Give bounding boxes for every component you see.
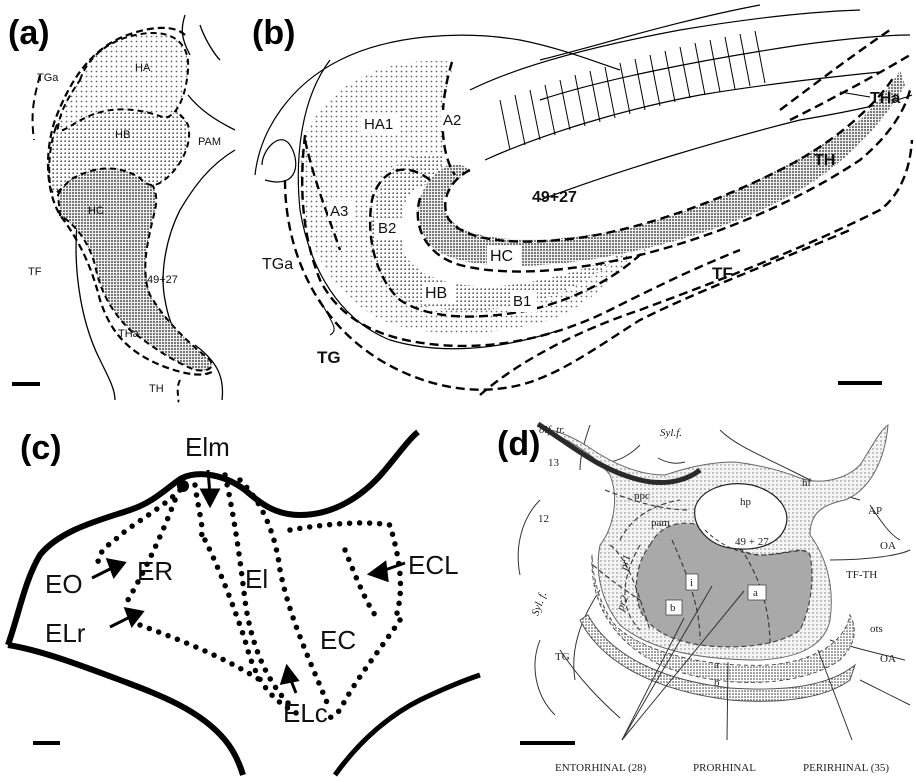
label-49-27: 49+27: [532, 189, 577, 206]
contour-line: [540, 5, 760, 60]
label-tg: TG: [555, 651, 570, 663]
contour-line: [262, 140, 296, 182]
label-tha: THa: [870, 90, 900, 107]
panel-c-letter: (c): [20, 429, 62, 467]
tga-border: [33, 75, 40, 140]
label-sylf-top: Syl.f.: [660, 427, 682, 439]
label-ha: HA: [135, 62, 151, 74]
panel-c: (c): [8, 429, 480, 775]
panel-a: (a) HA HB HC TGa PAM TF 49+27 THa TH: [8, 14, 235, 402]
label-elm: Elm: [185, 432, 230, 462]
arrow-head: [282, 667, 297, 683]
label-ha1: HA1: [364, 116, 393, 133]
label-ec: EC: [320, 625, 356, 655]
contour-line: [540, 95, 912, 200]
label-er: ER: [137, 556, 173, 586]
contour-line: [188, 95, 235, 130]
label-tf: TF: [28, 266, 42, 278]
panel-b-letter: (b): [252, 14, 295, 52]
label-a-inner: a: [753, 587, 758, 599]
label-tga: TGa: [262, 256, 293, 273]
label-eo: EO: [45, 569, 83, 599]
outline-upper: [8, 432, 418, 645]
panel-b: (b): [252, 5, 912, 395]
sylf-upper: [658, 458, 685, 463]
arrow-head: [108, 560, 124, 576]
outline-lower: [8, 645, 243, 775]
label-12: 12: [538, 513, 549, 525]
label-tga: TGa: [37, 72, 59, 84]
label-th: TH: [149, 383, 164, 395]
label-hp: hp: [740, 496, 752, 508]
label-ecl: ECL: [408, 550, 459, 580]
label-prorhinal: PRORHINAL: [693, 762, 756, 774]
label-49-27: 49+27: [147, 274, 178, 286]
label-pam: PAM: [198, 136, 221, 148]
outline-right: [335, 675, 480, 775]
label-b1: B1: [513, 293, 531, 310]
label-b-inner: b: [670, 602, 676, 614]
label-el: El: [245, 564, 268, 594]
label-tg: TG: [317, 348, 341, 367]
label-a3: A3: [330, 203, 348, 220]
panel-d-letter: (d): [497, 425, 540, 463]
ribbon-edge: [470, 10, 860, 90]
label-b2: B2: [378, 220, 396, 237]
label-a2: A2: [443, 112, 461, 129]
label-ppc: ppc: [634, 490, 650, 502]
label-13: 13: [548, 457, 560, 469]
arrow-head: [202, 490, 218, 505]
label-hc: HC: [88, 205, 104, 217]
label-hf: hf: [802, 477, 812, 489]
label-olf-tr: olf. tr.: [539, 424, 565, 436]
label-elc: ELc: [283, 698, 328, 728]
label-hb: HB: [115, 129, 130, 141]
label-hc: HC: [490, 248, 513, 265]
panel-a-letter: (a): [8, 14, 50, 52]
label-pam: pam: [651, 517, 670, 529]
dotted-borders: [98, 475, 400, 720]
tha-leader: [840, 92, 870, 97]
label-a-outer: a: [714, 659, 719, 671]
th-border: [178, 380, 180, 402]
label-perirhinal: PERIRHINAL (35): [803, 762, 889, 774]
label-entorhinal: ENTORHINAL (28): [555, 762, 647, 774]
contour-line: [200, 25, 220, 60]
label-oa-top: OA: [880, 540, 896, 552]
label-hb: HB: [425, 285, 447, 302]
label-b-outer: b: [714, 677, 720, 689]
label-tf: TF: [712, 264, 733, 283]
label-elr: ELr: [45, 618, 86, 648]
label-i: i: [690, 577, 693, 589]
label-oa-bottom: OA: [880, 653, 896, 665]
label-sylf-left: Syl. f.: [530, 590, 550, 617]
label-tha: THa: [118, 328, 140, 340]
label-th: TH: [814, 152, 835, 169]
label-ap: AP: [868, 505, 882, 517]
arrow-head: [370, 563, 387, 580]
panel-d: (d): [497, 424, 910, 774]
label-ots: ots: [870, 623, 883, 635]
label-tf-th: TF-TH: [846, 569, 877, 581]
label-49-27: 49 + 27: [735, 536, 769, 548]
